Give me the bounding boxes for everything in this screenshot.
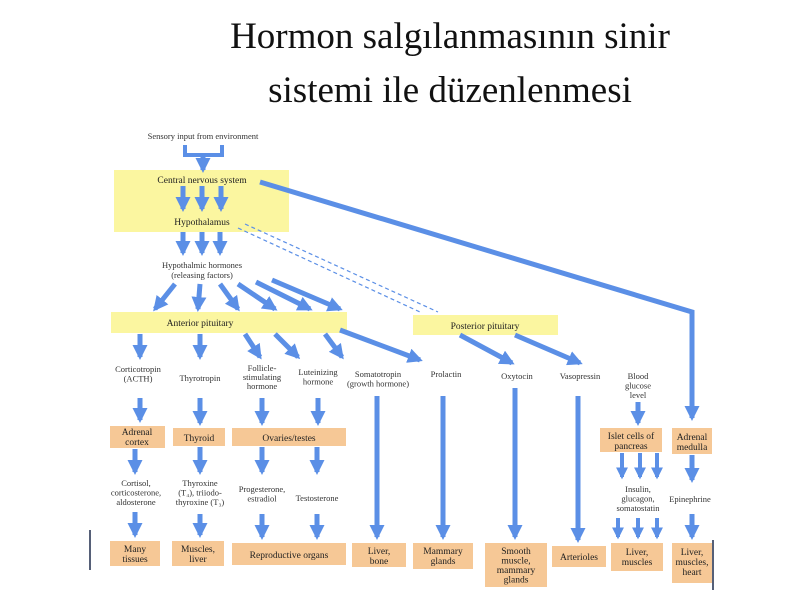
arrow-cns-to-adrenal-medulla <box>259 179 700 421</box>
posterior-pituitary-box <box>413 315 558 335</box>
slide-title-line1: Hormon salgılanmasının sinir <box>230 16 670 57</box>
anterior-pituitary-label: Anterior pituitary <box>167 319 234 329</box>
prolactin-label: Prolactin <box>431 369 462 379</box>
arterioles-label: Arterioles <box>560 553 598 563</box>
liver-muscles-heart-box <box>672 543 712 583</box>
arterioles-box <box>552 546 606 567</box>
insulin-label: Insulin,glucagon,somatostatin <box>617 484 661 513</box>
dash-hypothalamus-to-posterior-1 <box>237 227 421 313</box>
cortisol-label: Cortisol,corticosterone,aldosterone <box>111 478 161 507</box>
muscles-liver-label: Muscles,liver <box>181 545 215 565</box>
muscles-liver-box <box>172 541 224 566</box>
epinephrine-label: Epinephrine <box>669 494 711 504</box>
arrow-releasing-2 <box>191 283 207 312</box>
progesterone-label: Progesterone,estradiol <box>239 484 286 504</box>
thyroid-label: Thyroid <box>184 434 215 444</box>
slide-title-line2: sistemi ile düzenlenmesi <box>268 70 632 111</box>
arrow-ap-to-prolactin <box>339 327 423 363</box>
thyroid-box <box>173 428 225 446</box>
arrow-releasing-3 <box>217 282 241 312</box>
liver-bone-box <box>352 543 406 567</box>
vasopressin-label: Vasopressin <box>560 371 601 381</box>
corticotropin-label: Corticotropin(ACTH) <box>115 364 162 384</box>
adrenal-medulla-box <box>672 428 712 454</box>
arrow-releasing-1 <box>153 282 177 312</box>
posterior-pituitary-label: Posterior pituitary <box>451 322 520 332</box>
smooth-muscle-box <box>485 543 547 587</box>
islet-cells-box <box>600 428 662 452</box>
liver-muscles-box <box>611 543 663 571</box>
mammary-glands-box <box>413 543 473 569</box>
adrenal-cortex-box <box>110 426 165 448</box>
arrow-ap-to-somatotropin <box>322 332 345 360</box>
thyroxine-label: Thyroxine(T₄), triiodo-thyroxine (T₃) <box>176 478 225 507</box>
reproductive-organs-label: Reproductive organs <box>250 551 329 561</box>
testosterone-label: Testosterone <box>296 493 339 503</box>
liver-bone-label: Liver,bone <box>368 547 391 567</box>
somatotropin-label: Somatotropin(growth hormone) <box>347 369 409 389</box>
arrow-releasing-5 <box>254 279 313 312</box>
arrow-pp-to-vasopressin <box>514 332 583 366</box>
arrow-pp-to-oxytocin <box>458 332 515 366</box>
reproductive-organs-box <box>232 543 346 565</box>
arrow-ap-to-lh <box>273 332 301 360</box>
liver-muscles-label: Liver,muscles <box>622 548 653 568</box>
arrow-releasing-6 <box>271 277 343 312</box>
hypothalamus-label: Hypothalamus <box>174 218 230 228</box>
arrow-releasing-4 <box>236 281 278 312</box>
hypothalamic-hormones-label: Hypothalmic hormones(releasing factors) <box>162 260 242 280</box>
anterior-pituitary-box <box>111 312 347 333</box>
ovaries-testes-label: Ovaries/testes <box>262 434 316 444</box>
dash-hypothalamus-to-posterior-2 <box>244 223 439 313</box>
sensory-bracket <box>183 145 224 157</box>
sensory-input-label: Sensory input from environment <box>148 131 259 141</box>
oxytocin-label: Oxytocin <box>501 371 533 381</box>
arrow-ap-to-fsh <box>242 332 263 360</box>
ovaries-testes-box <box>232 428 346 446</box>
many-tissues-box <box>110 541 160 566</box>
liver-muscles-heart-label: Liver,muscles,heart <box>676 548 709 578</box>
thyrotropin-label: Thyrotropin <box>179 373 221 383</box>
cns-label: Central nervous system <box>157 176 247 186</box>
